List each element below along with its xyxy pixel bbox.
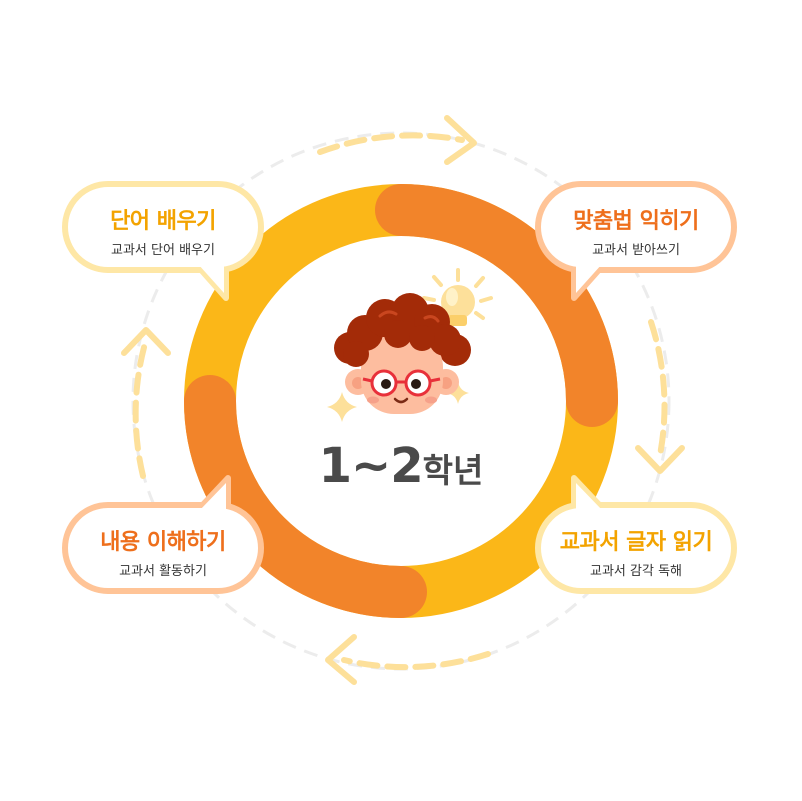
step-title: 맞춤법 익히기 — [573, 209, 699, 234]
step-title: 단어 배우기 — [110, 209, 216, 234]
cycle-arrow-left — [121, 327, 171, 479]
cycle-arrow-right — [635, 319, 685, 474]
ring-segment-bottom-left — [184, 375, 427, 618]
step-title: 교과서 글자 읽기 — [559, 530, 713, 555]
bubble-shape-top-left — [62, 181, 264, 301]
step-bubble-spelling: 맞춤법 익히기 교과서 받아쓰기 — [538, 184, 734, 270]
grade-label: 1~2학년 — [0, 438, 802, 494]
bubble-shape-bottom-left — [62, 475, 264, 594]
step-subtitle: 교과서 활동하기 — [119, 564, 207, 579]
step-subtitle: 교과서 받아쓰기 — [592, 243, 680, 258]
light-bulb-icon — [422, 268, 493, 326]
step-bubble-word-learning: 단어 배우기 교과서 단어 배우기 — [65, 184, 261, 270]
sparkle-icon-left — [327, 392, 357, 422]
grade-number: 1~2 — [318, 438, 424, 494]
bubble-shape-top-right — [535, 181, 737, 301]
boy-character-icon — [334, 293, 471, 414]
step-bubble-reading: 교과서 글자 읽기 교과서 감각 독해 — [538, 505, 734, 591]
bubble-shape-bottom-right — [535, 475, 737, 594]
step-subtitle: 교과서 단어 배우기 — [111, 243, 215, 258]
cycle-arrow-bottom — [325, 634, 491, 685]
step-bubble-comprehension: 내용 이해하기 교과서 활동하기 — [65, 505, 261, 591]
sparkle-icon-right — [447, 382, 469, 404]
grade-suffix: 학년 — [422, 451, 484, 490]
step-subtitle: 교과서 감각 독해 — [590, 564, 682, 579]
ring-segment-top-right — [375, 184, 618, 427]
cycle-arrow-top — [317, 115, 477, 165]
step-title: 내용 이해하기 — [100, 530, 226, 555]
